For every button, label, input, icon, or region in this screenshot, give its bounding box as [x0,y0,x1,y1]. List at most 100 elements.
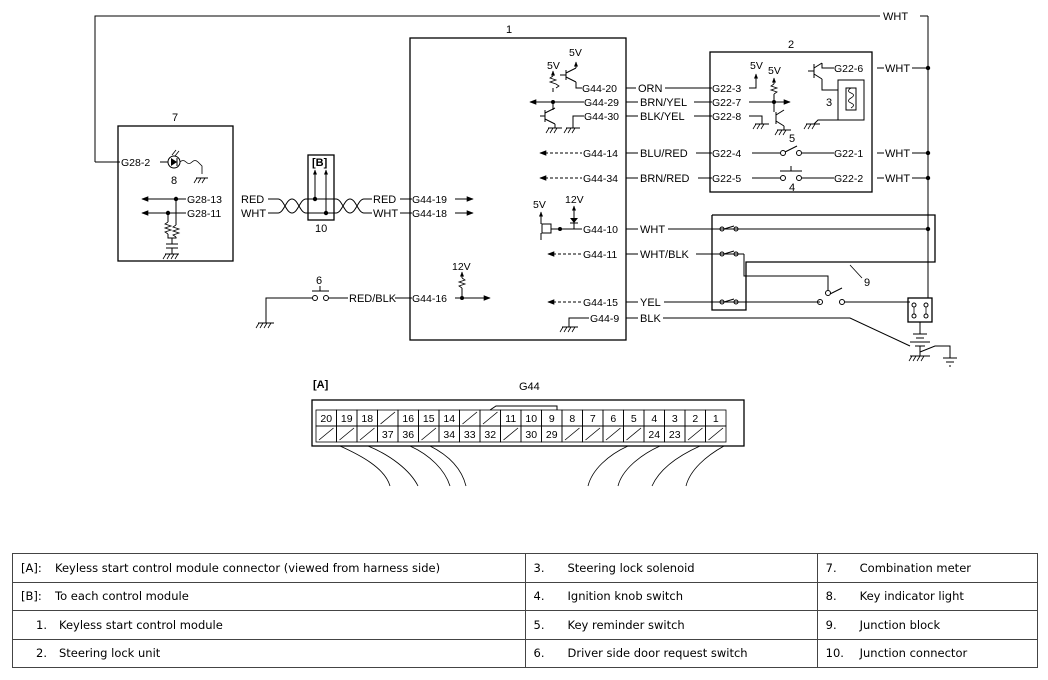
legend-cell: 2.Steering lock unit [12,638,526,668]
pin-g28-2: G28-2 [121,157,150,169]
legend-text: Steering lock solenoid [567,560,695,575]
pin-g28-13: G28-13 [187,194,222,206]
connector-pin-number: 29 [546,429,558,441]
pin-g44-10: G44-10 [583,224,618,236]
junction-block-number: 9 [864,277,870,289]
legend-key: 10. [825,646,844,661]
connector-pin-number: 5 [631,413,637,425]
wire-wht-blk: WHT/BLK [640,249,690,261]
unused-pin-slash [708,427,724,441]
pin-g22-3: G22-3 [712,83,741,95]
connector-pin-number: 11 [505,413,516,425]
unused-pin-slash [585,427,601,441]
connector-pin-number: 2 [692,413,698,425]
top-wht-wire: WHT [94,11,929,298]
key-indicator-light-icon: 8 [160,149,208,187]
legend-key: 6. [533,646,545,661]
connector-pin-number: 24 [648,429,660,441]
connector-pin-number: 32 [484,429,496,441]
wire-brn-red: BRN/RED [640,173,690,185]
key-light-number: 8 [171,175,177,187]
v5-b: 5V [569,47,582,59]
door-request-switch: 6 RED/BLK [255,275,412,329]
pin-g44-19: G44-19 [412,194,447,206]
legend-text: Driver side door request switch [567,646,748,661]
wire-red-left: RED [241,194,264,206]
legend-text: Key reminder switch [567,617,685,632]
legend-cell: 8.Key indicator light [816,581,1039,611]
legend-cell: 10. Junction connector [816,638,1039,668]
wire-blk: BLK [640,313,661,325]
v12-module: 12V [452,261,471,273]
pin-g44-14: G44-14 [583,148,618,160]
wire-red-blk: RED/BLK [349,293,397,305]
v5-lock-b: 5V [768,65,781,77]
connector-pin-number: 8 [569,413,575,425]
legend-cell: 4.Ignition knob switch [524,581,818,611]
connector-pin-number: 33 [464,429,476,441]
battery-fuse-box-icon [907,297,957,367]
wire-wht-left: WHT [241,208,266,220]
module-number: 1 [506,24,512,36]
pin-g22-5: G22-5 [712,173,741,185]
legend-key: 7. [825,560,837,575]
lock-unit-number: 2 [788,39,794,51]
solenoid-number: 3 [826,97,832,109]
pin-g44-9: G44-9 [590,313,619,325]
connector-pin-number: 10 [525,413,537,425]
v5-a: 5V [547,60,560,72]
legend-key: [A]: [21,560,42,575]
unused-pin-slash [318,427,334,441]
pin-g44-18: G44-18 [412,208,447,220]
legend-text: Junction block [859,617,941,632]
pin-g44-34: G44-34 [583,173,618,185]
unused-pin-slash [359,427,375,441]
connector-pin-number: 4 [651,413,657,425]
connector-pin-number: 7 [590,413,596,425]
legend-text: To each control module [55,589,189,604]
top-wht-label: WHT [883,11,908,23]
unused-pin-slash [687,427,703,441]
junction-connector-number: 10 [315,223,327,235]
unused-pin-slash [421,427,437,441]
wht-g22-2: WHT [885,173,910,185]
legend-row: [A]: Keyless start control module connect… [12,553,1039,583]
wire-blu-red: BLU/RED [640,148,688,160]
unused-pin-slash [626,427,642,441]
wire-yel: YEL [640,297,661,309]
legend-table: [A]: Keyless start control module connect… [12,553,1039,668]
combination-meter: 7 G28-2 8 G28-13 G28-11 [95,112,234,262]
connector-pin-number: 1 [713,413,719,425]
legend-cell: 3.Steering lock solenoid [524,553,818,583]
legend-text: Steering lock unit [59,646,161,661]
unused-pin-slash [482,411,498,425]
legend-cell: 1.Keyless start control module [12,610,526,640]
pin-g28-11: G28-11 [187,208,221,220]
wire-wht-right: WHT [373,208,398,220]
connector-cell [705,425,727,443]
wire-brn-yel: BRN/YEL [640,97,687,109]
pin-g22-7: G22-7 [712,97,741,109]
pin-g44-20: G44-20 [582,83,617,95]
unused-pin-slash [339,427,355,441]
connector-pin-number: 14 [443,413,455,425]
legend-cell: 5.Key reminder switch [524,610,818,640]
legend-cell: [A]: Keyless start control module connect… [12,553,526,583]
pin-g44-15: G44-15 [583,297,618,309]
legend-row: 2.Steering lock unit 6. Driver side door r… [12,638,1039,668]
unused-pin-slash [564,427,580,441]
steering-lock-unit: 2 G22-3 G22-7 G22-8 G22-4 G22-5 5V 5V [709,39,931,194]
unused-pin-slash [380,411,396,425]
v5-lock-a: 5V [750,60,763,72]
pin-g44-16: G44-16 [412,293,447,305]
legend-text: Keyless start control module connector (… [55,560,441,575]
wht-g22-6: WHT [885,63,910,75]
pin-g44-30: G44-30 [584,111,619,123]
legend-text: Junction connector [859,646,968,661]
legend-cell: 9.Junction block [816,610,1039,640]
connector-pin-number: 37 [382,429,394,441]
unused-pin-slash [462,411,478,425]
connector-pin-number: 34 [443,429,455,441]
legend-cell: 6. Driver side door request switch [524,638,818,668]
